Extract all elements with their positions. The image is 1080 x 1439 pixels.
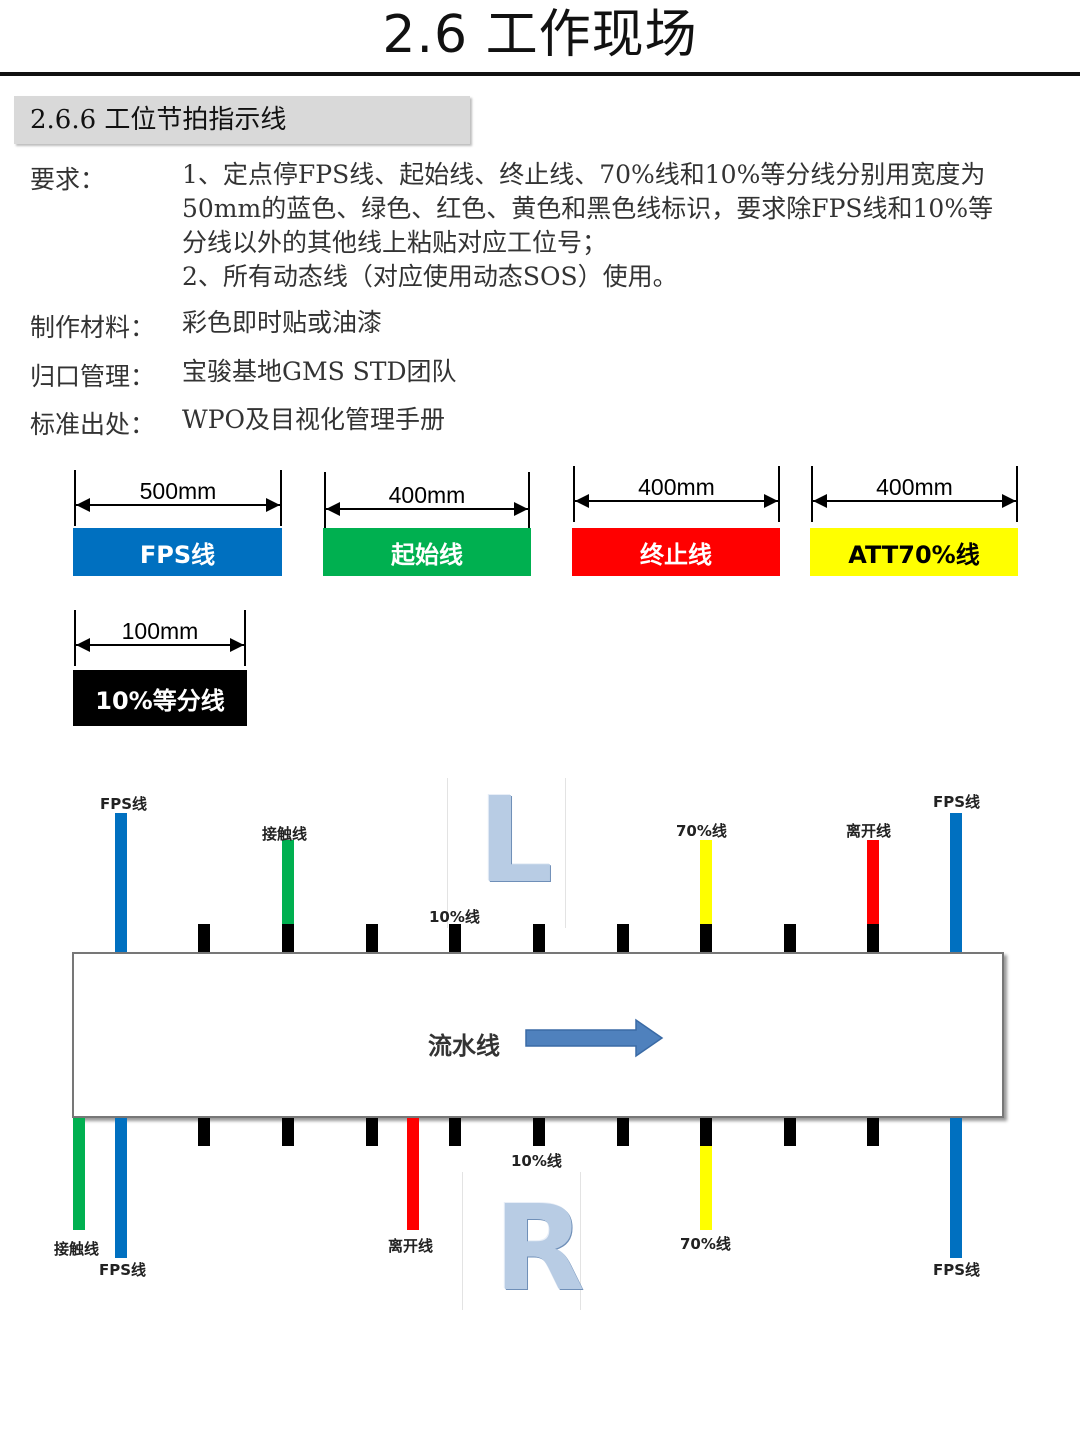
dimension-label: 400mm: [388, 482, 466, 508]
seventy-percent-label-bottom: 70%线: [680, 1235, 731, 1253]
fps-label-bottom-right: FPS线: [933, 1261, 981, 1279]
seventy-percent-label-top: 70%线: [676, 822, 727, 840]
fps-line-top-left: [115, 813, 127, 952]
ten-percent-tick: [867, 924, 879, 952]
page-title: 2.6 工作现场: [382, 5, 698, 65]
source-value: WPO及目视化管理手册: [182, 405, 446, 434]
section-heading: 2.6.6 工位节拍指示线: [30, 105, 287, 135]
dimension-marker: 400mm: [811, 466, 1018, 526]
dimension-marker: 400mm: [573, 466, 780, 526]
contact-line-bottom: [73, 1118, 85, 1230]
requirement-line: 50mm的蓝色、绿色、红色、黄色和黑色线标识，要求除FPS线和10%等: [182, 194, 994, 223]
leave-label-bottom: 离开线: [388, 1237, 434, 1255]
ten-percent-tick: [617, 1118, 629, 1146]
end-line-swatch: 终止线: [572, 528, 780, 576]
management-label: 归口管理：: [30, 362, 156, 391]
material-label: 制作材料：: [30, 313, 156, 342]
ten-percent-tick: [784, 924, 796, 952]
fps-label-top-left: FPS线: [100, 795, 148, 813]
contact-line-top: [282, 840, 294, 926]
section-heading-bar: [14, 96, 470, 144]
ten-percent-tick: [617, 924, 629, 952]
dimension-marker: 400mm: [324, 472, 530, 532]
ten-percent-tick: [198, 1118, 210, 1146]
seventy-percent-line-top: [700, 840, 712, 926]
ten-percent-tick: [533, 924, 545, 952]
ten-percent-line-swatch: 10%等分线: [73, 670, 247, 726]
fps-label-bottom-left: FPS线: [99, 1261, 147, 1279]
leave-label-top: 离开线: [846, 822, 892, 840]
dimension-label: 400mm: [638, 474, 715, 500]
flow-direction-arrow-icon: [525, 1018, 664, 1058]
ten-percent-tick: [700, 924, 712, 952]
contact-label-top: 接触线: [262, 825, 308, 843]
dimension-label: 400mm: [876, 474, 953, 500]
fps-line-top-right: [950, 813, 962, 952]
requirement-line: 1、定点停FPS线、起始线、终止线、70%线和10%等分线分别用宽度为: [182, 160, 986, 189]
ten-percent-tick: [282, 924, 294, 952]
ten-percent-tick: [533, 1118, 545, 1146]
title-rule: [0, 72, 1080, 76]
seventy-percent-line-bottom: [700, 1146, 712, 1230]
start-line-swatch: 起始线: [323, 528, 531, 576]
ten-percent-tick: [366, 1118, 378, 1146]
ten-percent-label-bottom: 10%线: [511, 1152, 562, 1170]
requirement-line: 2、所有动态线（对应使用动态SOS）使用。: [182, 262, 678, 291]
ten-percent-tick: [867, 1118, 879, 1146]
ten-percent-tick: [700, 1118, 712, 1146]
fps-label-top-right: FPS线: [933, 793, 981, 811]
dimension-label: 100mm: [121, 618, 199, 644]
ten-percent-tick: [366, 924, 378, 952]
dimension-marker: 100mm: [74, 610, 246, 670]
fps-line-bottom-left: [115, 1118, 127, 1258]
left-side-letter: L: [478, 771, 554, 909]
leave-line-top: [867, 840, 879, 926]
ten-percent-tick: [784, 1118, 796, 1146]
ten-percent-tick: [198, 924, 210, 952]
dimension-label: 500mm: [139, 478, 217, 504]
contact-label-bottom: 接触线: [54, 1240, 100, 1258]
right-side-letter: R: [494, 1179, 585, 1317]
ten-percent-tick: [282, 1118, 294, 1146]
leave-line-bottom: [407, 1118, 419, 1230]
source-label: 标准出处：: [30, 410, 156, 439]
management-value: 宝骏基地GMS STD团队: [182, 357, 457, 386]
dimension-marker: 500mm: [74, 470, 282, 530]
ten-percent-tick: [449, 1118, 461, 1146]
fps-line-swatch: FPS线: [73, 528, 282, 576]
att70-line-swatch: ATT70%线: [810, 528, 1018, 576]
material-value: 彩色即时贴或油漆: [182, 308, 383, 337]
flow-line-label: 流水线: [428, 1032, 500, 1060]
ten-percent-label-top: 10%线: [429, 908, 480, 926]
fps-line-bottom-right: [950, 1118, 962, 1258]
requirement-line: 分线以外的其他线上粘贴对应工位号；: [182, 228, 608, 257]
requirements-text: 1、定点停FPS线、起始线、终止线、70%线和10%等分线分别用宽度为 50mm…: [182, 158, 993, 294]
requirements-label: 要求：: [30, 165, 106, 194]
ten-percent-tick: [449, 924, 461, 952]
